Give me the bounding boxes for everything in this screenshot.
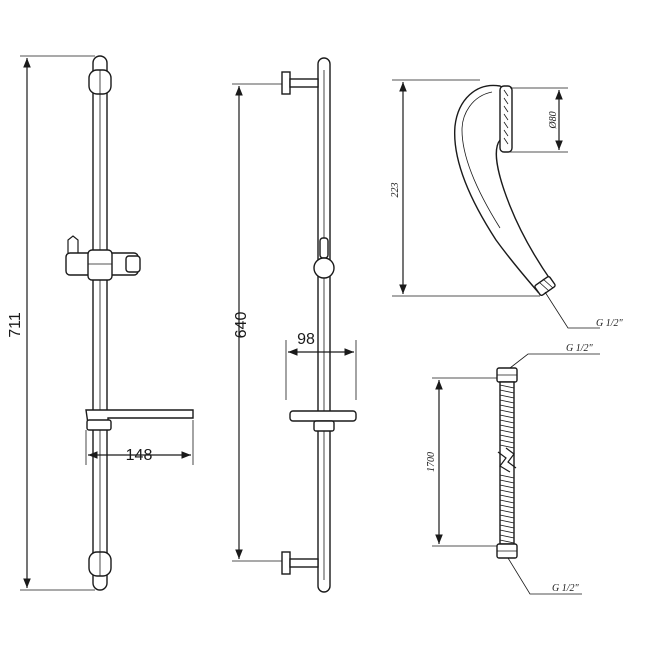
head-diameter-label: Ø80 <box>548 111 559 129</box>
head-diameter-dimension: Ø80 <box>510 87 568 153</box>
hose-length-label: 1700 <box>426 452 437 472</box>
front-view: 711 148 <box>7 55 194 591</box>
handshower-length-dimension: 223 <box>390 79 540 297</box>
wall-offset-dimension: 98 <box>285 331 357 400</box>
handshower-thread-callout: G 1/2" <box>544 291 624 329</box>
hose-view: 1700 G 1/2" G 1/2" <box>426 343 600 595</box>
hose-top-thread-callout: G 1/2" <box>509 343 600 369</box>
soap-dish <box>85 409 194 431</box>
handshower-length-label: 223 <box>390 183 401 198</box>
handshower-thread-label: G 1/2" <box>596 318 624 329</box>
hose-top-thread-label: G 1/2" <box>566 343 594 354</box>
slider-holder <box>65 235 141 281</box>
slide-rail <box>92 55 108 591</box>
wall-offset-label: 98 <box>297 331 315 348</box>
handshower-body <box>453 84 556 296</box>
bottom-wall-bracket <box>88 551 112 577</box>
overall-height-label: 711 <box>7 312 24 338</box>
hose-body <box>497 381 517 545</box>
hose-top-fitting <box>496 367 518 383</box>
side-view: 640 98 <box>232 57 357 593</box>
rail-height-label: 640 <box>233 312 250 339</box>
hose-bottom-thread-label: G 1/2" <box>552 583 580 594</box>
side-slider-knob <box>313 237 335 279</box>
dish-width-label: 148 <box>126 447 153 464</box>
hose-bottom-thread-callout: G 1/2" <box>507 557 582 595</box>
side-soap-dish <box>289 410 357 432</box>
side-top-mount <box>281 71 319 95</box>
side-rail <box>317 57 331 593</box>
hose-length-dimension: 1700 <box>426 377 500 547</box>
side-bottom-mount <box>281 551 319 575</box>
rail-height-dimension: 640 <box>232 83 290 562</box>
hose-bottom-fitting <box>496 543 518 559</box>
top-wall-bracket <box>88 69 112 95</box>
overall-height-dimension: 711 <box>7 55 95 591</box>
hand-shower-view: 223 Ø80 G 1/2" <box>390 79 624 329</box>
dish-width-dimension: 148 <box>85 420 194 465</box>
